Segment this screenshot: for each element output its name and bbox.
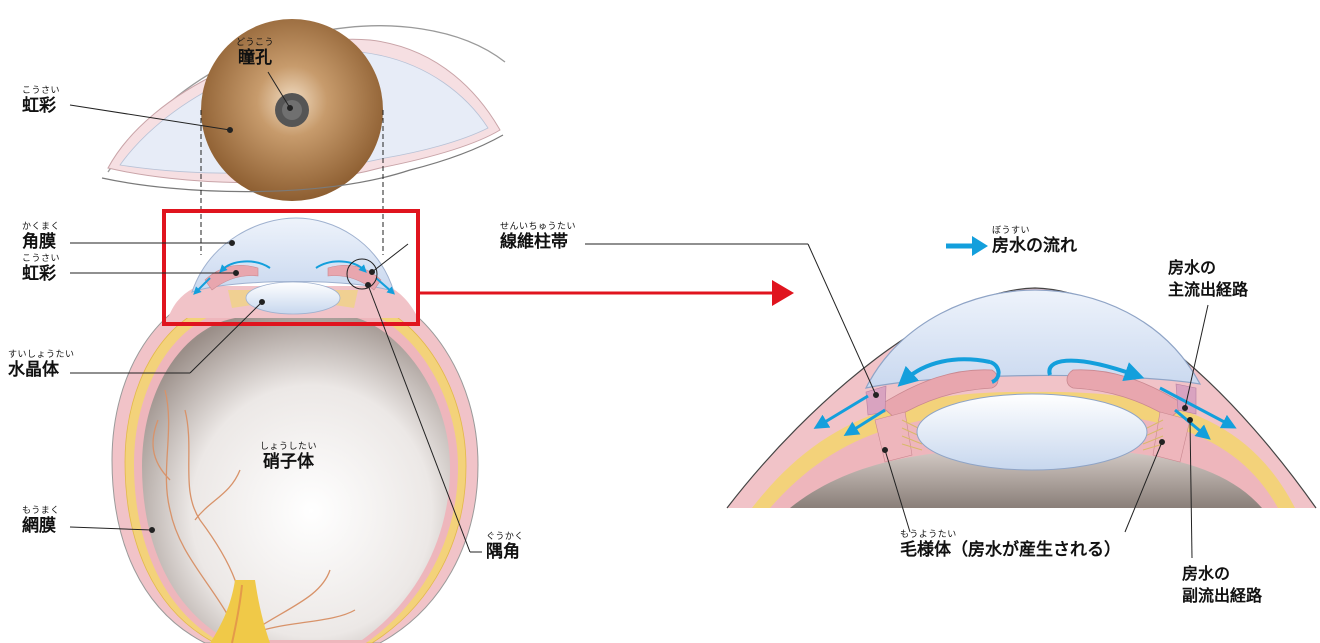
- arrow-right-icon: [772, 280, 794, 306]
- label-sub-route-line2: 副流出経路: [1182, 587, 1263, 605]
- label-cornea-text: 角膜: [22, 232, 56, 251]
- label-vitreous-text: 硝子体: [263, 452, 314, 471]
- label-retina-ruby: もうまく: [22, 505, 60, 515]
- label-zonule: せんいちゅうたい 線維柱帯: [500, 221, 577, 251]
- label-retina-text: 網膜: [22, 516, 56, 535]
- label-cornea: かくまく 角膜: [22, 221, 61, 251]
- label-pupil: どうこう 瞳孔: [236, 37, 275, 67]
- label-angle-text: 隅角: [486, 542, 520, 561]
- label-sub-route-line1: 房水の: [1182, 566, 1231, 583]
- label-flow-text: 房水の流れ: [992, 236, 1077, 255]
- label-zonule-text: 線維柱帯: [500, 232, 568, 251]
- label-flow-ruby: ぼうすい: [992, 225, 1031, 235]
- label-retina: もうまく 網膜: [22, 505, 60, 535]
- label-ciliary-text: 毛様体（房水が産生される）: [900, 540, 1121, 559]
- label-lens-text: 水晶体: [8, 360, 59, 379]
- label-iris: こうさい 虹彩: [22, 253, 61, 283]
- label-angle: ぐうかく 隅角: [486, 531, 524, 561]
- label-ciliary: もうようたい 毛様体（房水が産生される）: [900, 529, 1121, 559]
- label-iris-top: こうさい 虹彩: [22, 85, 61, 115]
- label-lens-ruby: すいしょうたい: [8, 349, 75, 359]
- label-zonule-ruby: せんいちゅうたい: [500, 221, 577, 231]
- highlight-box: [162, 209, 420, 326]
- label-vitreous: しょうしたい 硝子体: [260, 441, 318, 471]
- label-sub-route: 房水の 副流出経路: [1182, 564, 1262, 607]
- eye-front-view: [101, 19, 506, 255]
- label-pupil-text: 瞳孔: [238, 48, 272, 67]
- label-ciliary-ruby: もうようたい: [900, 529, 957, 539]
- label-lens: すいしょうたい 水晶体: [8, 349, 75, 379]
- label-main-route-line2: 主流出経路: [1168, 281, 1249, 299]
- label-main-route: 房水の 主流出経路: [1168, 258, 1248, 301]
- arrow-right-icon: [972, 236, 988, 256]
- leader-lines: [69, 71, 1209, 559]
- eye-cross-section: [111, 217, 479, 643]
- label-vitreous-ruby: しょうしたい: [260, 441, 318, 451]
- label-flow-legend: ぼうすい 房水の流れ: [992, 225, 1077, 255]
- label-pupil-ruby: どうこう: [236, 37, 275, 47]
- label-iris-top-ruby: こうさい: [22, 85, 61, 95]
- label-angle-ruby: ぐうかく: [486, 531, 524, 541]
- label-cornea-ruby: かくまく: [22, 221, 61, 231]
- label-main-route-line1: 房水の: [1168, 260, 1217, 277]
- label-iris-text: 虹彩: [22, 264, 56, 283]
- label-iris-ruby: こうさい: [22, 253, 61, 263]
- enlarged-angle-view: [726, 236, 1317, 509]
- label-iris-top-text: 虹彩: [22, 96, 56, 115]
